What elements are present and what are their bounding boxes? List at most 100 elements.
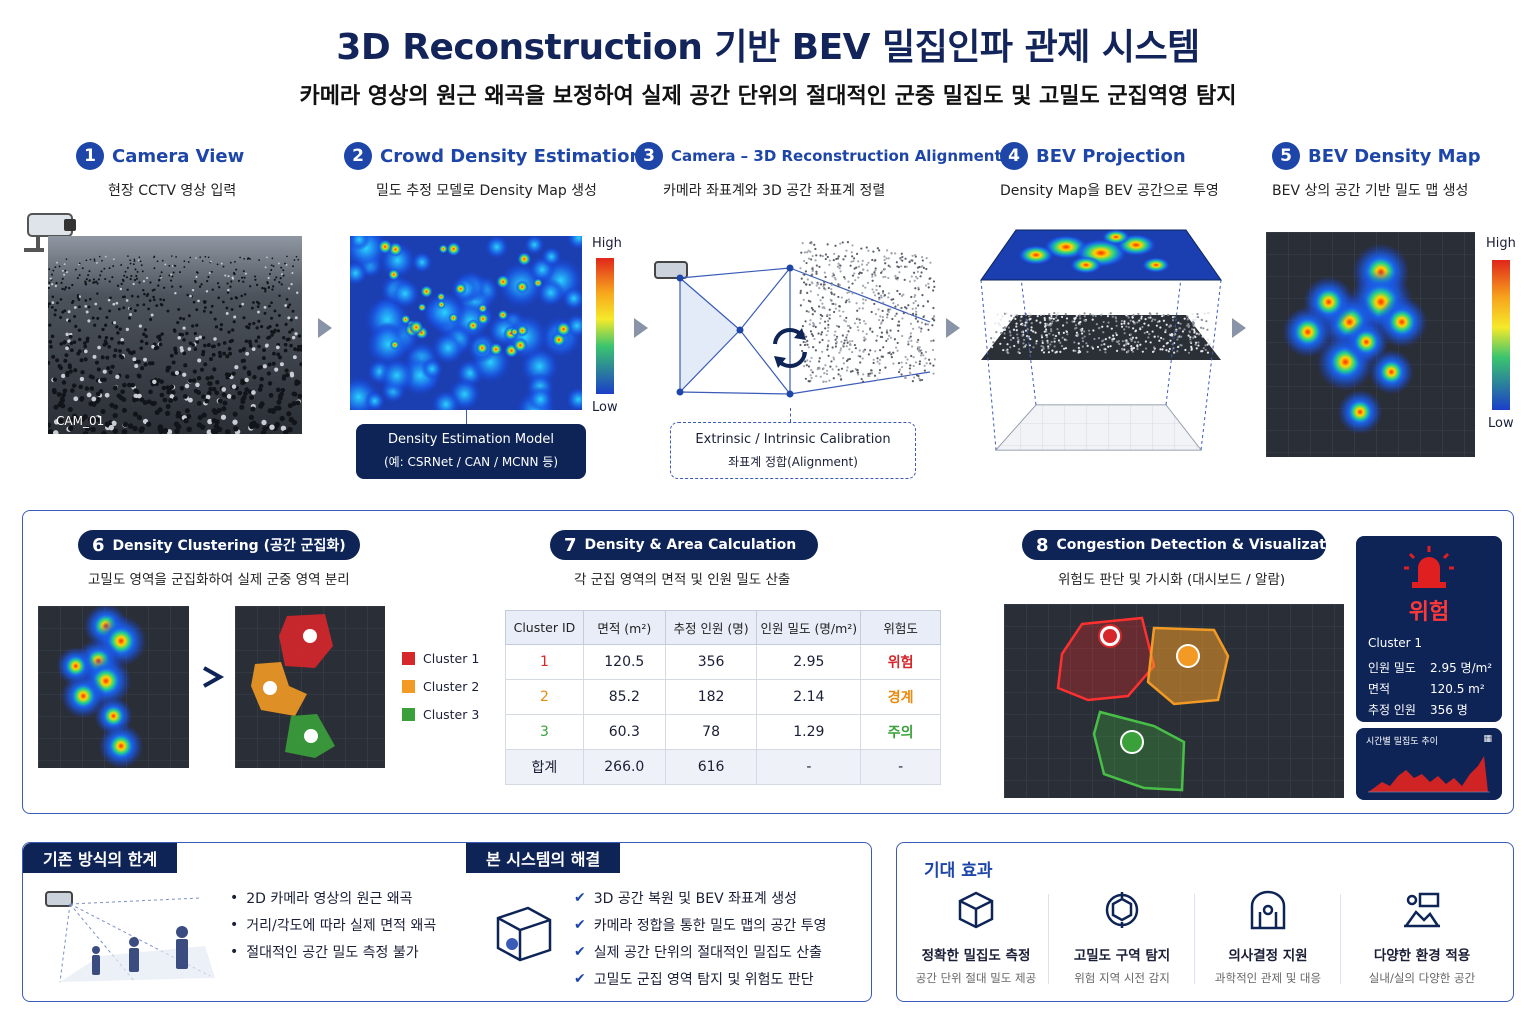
crowd-dot bbox=[98, 255, 101, 258]
alert-value: 120.5 m² bbox=[1430, 682, 1485, 696]
point bbox=[857, 265, 861, 268]
point bbox=[1008, 320, 1011, 323]
crowd-dot bbox=[95, 391, 101, 397]
crowd-dot bbox=[292, 391, 298, 397]
crowd-dot bbox=[239, 404, 245, 410]
point bbox=[877, 308, 880, 311]
crowd-dot bbox=[244, 387, 250, 392]
point bbox=[1053, 337, 1056, 340]
crowd-dot bbox=[72, 340, 77, 344]
point bbox=[799, 291, 802, 295]
crowd-dot bbox=[255, 283, 259, 287]
point bbox=[828, 317, 831, 320]
crowd-dot bbox=[125, 276, 128, 279]
point bbox=[1120, 319, 1124, 323]
cctv-camera-icon bbox=[24, 213, 76, 252]
crowd-dot bbox=[243, 293, 247, 296]
point bbox=[832, 358, 836, 361]
crowd-dot bbox=[85, 339, 90, 343]
crowd-dot bbox=[291, 419, 298, 426]
flow-arrow bbox=[634, 318, 648, 338]
point bbox=[807, 257, 811, 260]
point bbox=[1101, 325, 1104, 328]
crowd-dot bbox=[97, 278, 100, 281]
alert-value: 2.95 명/m² bbox=[1430, 661, 1493, 675]
crowd-dot bbox=[120, 282, 123, 285]
crowd-dot bbox=[179, 285, 182, 288]
point bbox=[846, 333, 849, 337]
point bbox=[856, 317, 859, 320]
crowd-dot bbox=[71, 383, 77, 388]
crowd-dot bbox=[97, 345, 101, 350]
crowd-dot bbox=[160, 271, 163, 274]
point bbox=[1044, 322, 1047, 325]
point bbox=[1005, 312, 1008, 315]
density-hotspot bbox=[107, 732, 136, 760]
point bbox=[909, 332, 912, 335]
point bbox=[850, 260, 853, 263]
crowd-dot bbox=[222, 341, 227, 345]
point bbox=[1151, 318, 1154, 321]
crowd-dot bbox=[270, 301, 273, 305]
effect-sub: 공간 단위 절대 밀도 제공 bbox=[915, 971, 1037, 985]
point bbox=[1050, 330, 1053, 333]
point bbox=[1149, 316, 1152, 319]
crowd-dot bbox=[180, 333, 185, 337]
point bbox=[823, 271, 826, 274]
point bbox=[914, 275, 918, 278]
crowd-dot bbox=[54, 284, 58, 288]
crowd-dot bbox=[94, 416, 100, 422]
crowd-dot bbox=[106, 366, 111, 371]
point bbox=[1147, 324, 1150, 327]
point bbox=[1102, 331, 1105, 334]
crowd-dot bbox=[195, 336, 199, 341]
crowd-dot bbox=[182, 338, 186, 342]
crowd-dot bbox=[144, 334, 148, 339]
point bbox=[883, 294, 886, 297]
point bbox=[1109, 312, 1112, 315]
point bbox=[1007, 351, 1010, 355]
point bbox=[836, 257, 840, 260]
point bbox=[817, 332, 820, 335]
point bbox=[1106, 315, 1110, 318]
point bbox=[816, 368, 819, 371]
point bbox=[1015, 322, 1018, 325]
point bbox=[933, 314, 936, 318]
point bbox=[1092, 314, 1095, 317]
point bbox=[1077, 346, 1080, 350]
point bbox=[1022, 342, 1025, 345]
crowd-dot bbox=[61, 392, 67, 398]
crowd-dot bbox=[211, 288, 214, 291]
point bbox=[1080, 332, 1084, 335]
table-cell: 2 bbox=[505, 679, 584, 715]
point bbox=[1140, 317, 1143, 320]
point bbox=[851, 244, 854, 247]
crowd-dot bbox=[139, 260, 142, 263]
density-hotspot bbox=[63, 654, 88, 678]
crowd-dot bbox=[120, 264, 123, 266]
point bbox=[807, 310, 810, 313]
crowd-dot bbox=[67, 363, 72, 368]
point bbox=[1084, 319, 1087, 323]
crowd-dot bbox=[194, 279, 197, 283]
crowd-dot bbox=[109, 296, 112, 300]
crowd-dot bbox=[234, 296, 238, 299]
crowd-dot bbox=[267, 381, 273, 386]
point bbox=[1178, 327, 1181, 330]
crowd-dot bbox=[270, 269, 273, 271]
point bbox=[898, 368, 902, 371]
point bbox=[1086, 344, 1089, 347]
point bbox=[1104, 348, 1107, 351]
crowd-dot bbox=[277, 314, 281, 318]
point bbox=[827, 339, 830, 342]
crowd-dot bbox=[74, 324, 78, 328]
crowd-dot bbox=[143, 328, 148, 332]
point bbox=[1144, 340, 1147, 343]
point bbox=[1079, 317, 1082, 320]
crowd-dot bbox=[274, 367, 279, 372]
point bbox=[918, 326, 921, 329]
crowd-dot bbox=[91, 316, 95, 320]
point bbox=[807, 346, 810, 349]
point bbox=[826, 255, 829, 259]
